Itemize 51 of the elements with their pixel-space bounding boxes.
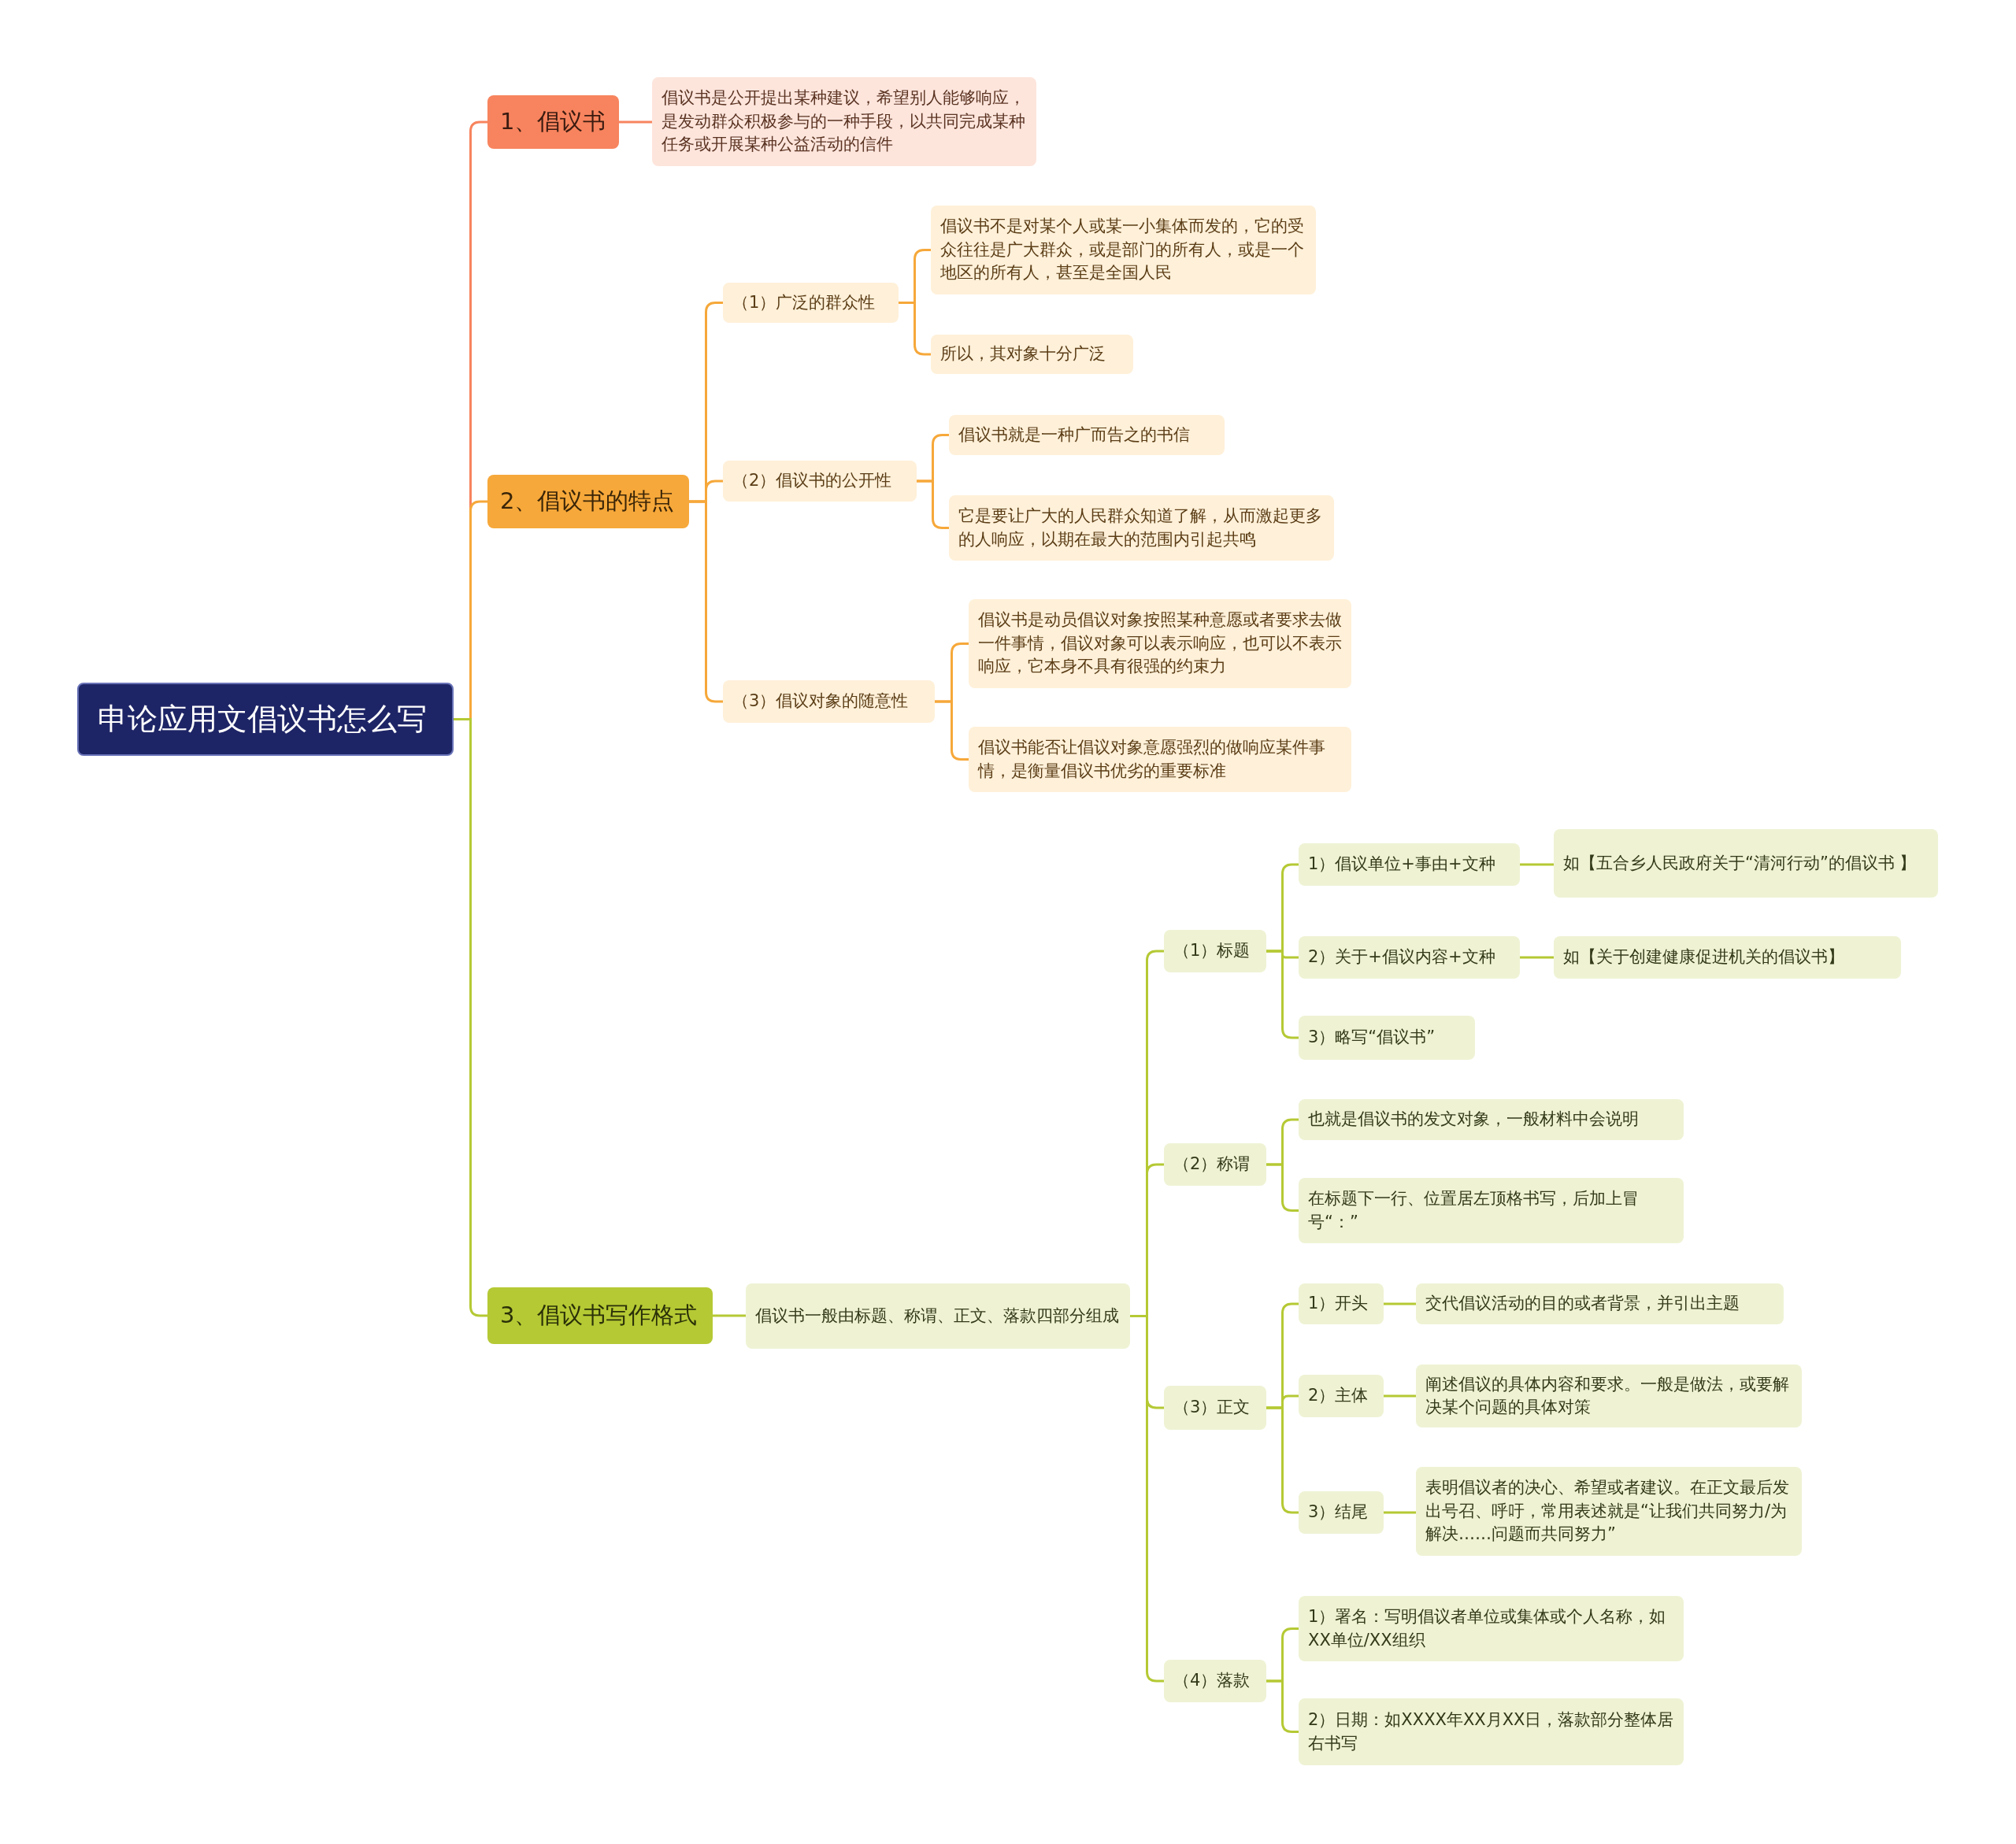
subtopic-box: 2）日期：如XXXX年XX月XX日，落款部分整体居右书写 xyxy=(1299,1698,1684,1765)
connector-line xyxy=(1130,1315,1164,1683)
connector-line xyxy=(1520,956,1554,959)
subtopic-box: 如【五合乡人民政府关于“清河行动”的倡议书 】 xyxy=(1554,829,1938,898)
subtopic-box: 倡议书就是一种广而告之的书信 xyxy=(949,415,1225,455)
subtopic-box: （2）倡议书的公开性 xyxy=(723,461,917,502)
subtopic-box: （2）称谓 xyxy=(1164,1143,1266,1186)
subtopic-box: 所以，其对象十分广泛 xyxy=(931,335,1133,374)
note-box: 倡议书是公开提出某种建议，希望别人能够响应，是发动群众积极参与的一种手段，以共同完成某种任务或开展某种公益活动的信件 xyxy=(652,77,1036,166)
subtopic-box: （1）标题 xyxy=(1164,930,1266,972)
connector-line xyxy=(619,120,652,124)
connector-line xyxy=(917,480,949,529)
main-topic: 1、倡议书 xyxy=(487,95,619,149)
main-topic: 2、倡议书的特点 xyxy=(487,475,689,528)
subtopic-box: 2）主体 xyxy=(1299,1375,1384,1417)
main-topic: 3、倡议书写作格式 xyxy=(487,1287,713,1344)
subtopic-box: 倡议书一般由标题、称谓、正文、落款四部分组成 xyxy=(746,1283,1130,1349)
subtopic-box: 如【关于创建健康促进机关的倡议书】 xyxy=(1554,936,1901,979)
subtopic-box: 3）略写“倡议书” xyxy=(1299,1016,1475,1060)
subtopic-box: 倡议书不是对某个人或某一小集体而发的，它的受众往往是广大群众，或是部门的所有人，或是一个地区的所有人，甚至是全国人民 xyxy=(931,206,1316,294)
connector-line xyxy=(1384,1302,1416,1305)
subtopic-box: 也就是倡议书的发文对象，一般材料中会说明 xyxy=(1299,1099,1684,1140)
connector-line xyxy=(1520,863,1554,866)
connector-line xyxy=(899,302,931,356)
connector-line xyxy=(1266,1679,1299,1733)
subtopic-box: 它是要让广大的人民群众知道了解，从而激起更多的人响应，以期在最大的范围内引起共鸣 xyxy=(949,495,1334,561)
connector-line xyxy=(1384,1511,1416,1514)
connector-line xyxy=(689,500,723,703)
connector-line xyxy=(1384,1394,1416,1398)
subtopic-box: 在标题下一行、位置居左顶格书写，后加上冒号“：” xyxy=(1299,1178,1684,1243)
subtopic-box: 倡议书能否让倡议对象意愿强烈的做响应某件事情，是衡量倡议书优劣的重要标准 xyxy=(969,727,1351,792)
connector-line xyxy=(454,718,487,1317)
subtopic-box: 1）倡议单位+事由+文种 xyxy=(1299,843,1520,886)
subtopic-box: 1）开头 xyxy=(1299,1283,1384,1324)
subtopic-box: 3）结尾 xyxy=(1299,1491,1384,1534)
subtopic-box: 阐述倡议的具体内容和要求。一般是做法，或要解决某个问题的具体对策 xyxy=(1416,1364,1802,1427)
subtopic-box: 交代倡议活动的目的或者背景，并引出主题 xyxy=(1416,1283,1784,1324)
subtopic-box: （3）倡议对象的随意性 xyxy=(723,680,935,723)
connector-line xyxy=(1266,1406,1299,1514)
subtopic-box: （1）广泛的群众性 xyxy=(723,283,899,323)
connector-line xyxy=(935,700,969,761)
connector-line xyxy=(1266,950,1299,1039)
subtopic-box: 倡议书是动员倡议对象按照某种意愿或者要求去做一件事情，倡议对象可以表示响应，也可以不表示响应，它本身不具有很强的约束力 xyxy=(969,599,1351,688)
connector-line xyxy=(713,1314,746,1317)
connector-line xyxy=(1266,1163,1299,1212)
subtopic-box: （4）落款 xyxy=(1164,1660,1266,1702)
subtopic-box: 2）关于+倡议内容+文种 xyxy=(1299,936,1520,979)
subtopic-box: 1）署名：写明倡议者单位或集体或个人名称，如 XX单位/XX组织 xyxy=(1299,1596,1684,1661)
subtopic-box: 表明倡议者的决心、希望或者建议。在正文最后发出号召、呼吁，常用表述就是“让我们共同努力/为解决……问题而共同努力” xyxy=(1416,1467,1802,1556)
root-topic: 申论应用文倡议书怎么写 xyxy=(77,683,454,756)
subtopic-box: （3）正文 xyxy=(1164,1386,1266,1430)
